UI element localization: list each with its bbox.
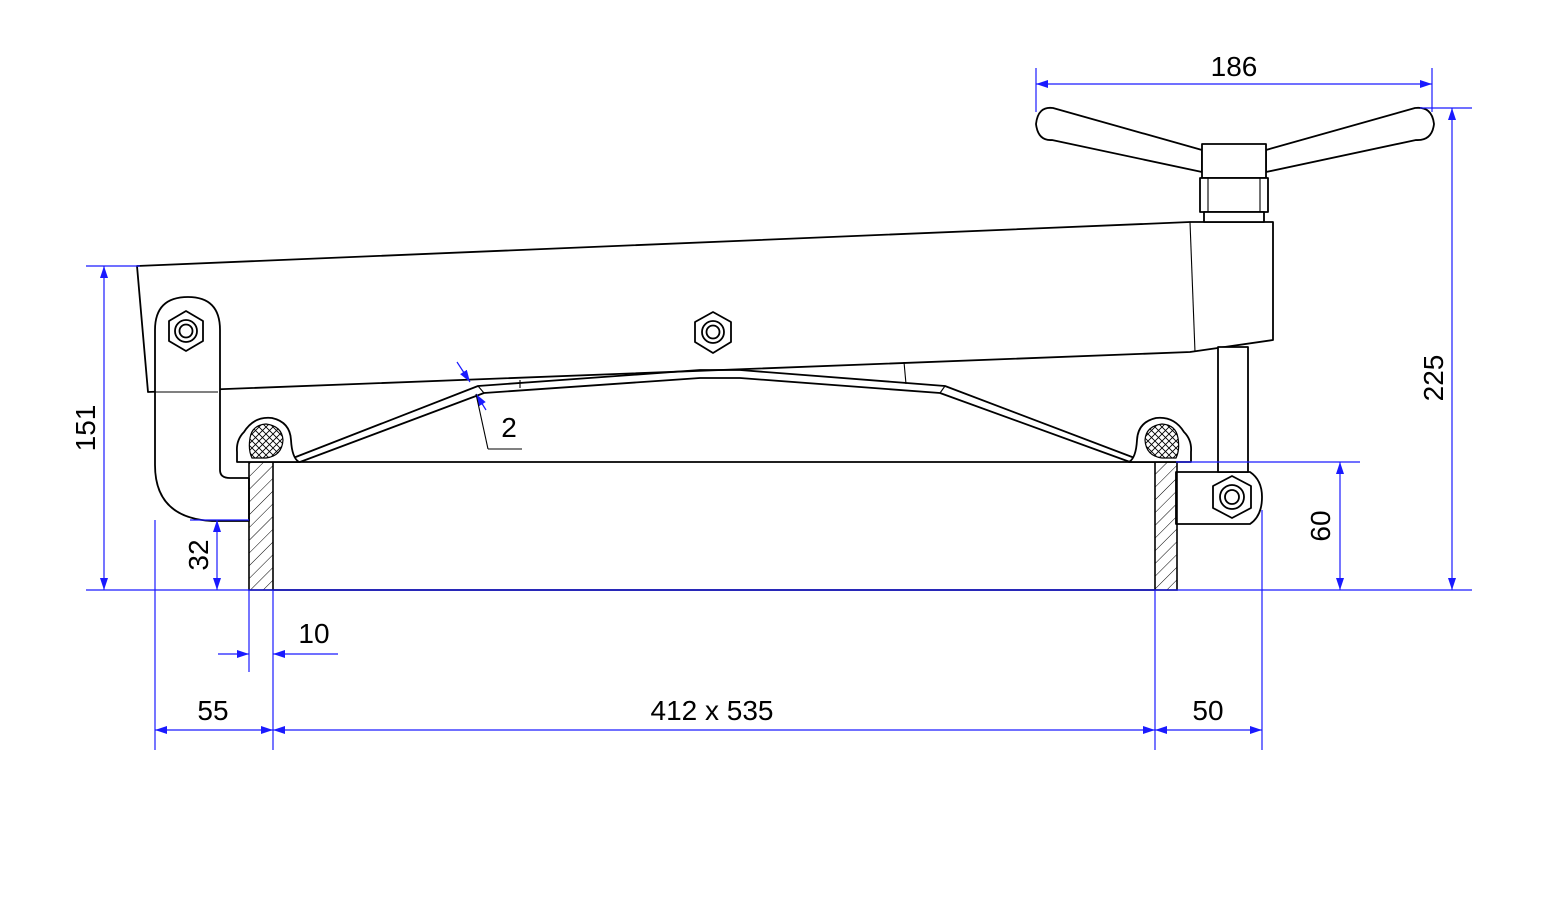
hatch-structure bbox=[136, 106, 1435, 591]
frame-profile bbox=[248, 461, 1178, 591]
clamp-spindle bbox=[1217, 346, 1249, 473]
dim-opening-size: 412 x 535 bbox=[651, 695, 774, 726]
lid-cover-panel bbox=[136, 221, 1274, 393]
left-gasket bbox=[235, 416, 300, 463]
left-hinge-nut-icon bbox=[168, 310, 204, 352]
dim-wall-thickness: 10 bbox=[298, 618, 329, 649]
star-handle bbox=[1035, 106, 1435, 223]
dim-right-offset: 50 bbox=[1192, 695, 1223, 726]
dimension-lines bbox=[86, 68, 1472, 750]
dim-total-height: 225 bbox=[1418, 355, 1449, 402]
dim-handle-width: 186 bbox=[1211, 51, 1258, 82]
dim-lid-height: 151 bbox=[70, 405, 101, 452]
frame-right-wall bbox=[1154, 461, 1178, 591]
left-hinge-bracket bbox=[154, 296, 250, 522]
dim-frame-height: 60 bbox=[1305, 510, 1336, 541]
dim-left-offset: 55 bbox=[197, 695, 228, 726]
right-hinge-nut-icon bbox=[1212, 475, 1252, 519]
right-gasket bbox=[1128, 416, 1193, 463]
dimension-labels: 186 225 151 60 32 10 2 55 412 x 535 50 bbox=[70, 51, 1449, 726]
frame-left-wall bbox=[248, 461, 274, 591]
domed-lid-plate bbox=[287, 369, 1141, 463]
center-nut-icon bbox=[694, 311, 732, 354]
dim-hinge-height: 32 bbox=[183, 539, 214, 570]
dim-lid-thickness: 2 bbox=[501, 412, 517, 443]
